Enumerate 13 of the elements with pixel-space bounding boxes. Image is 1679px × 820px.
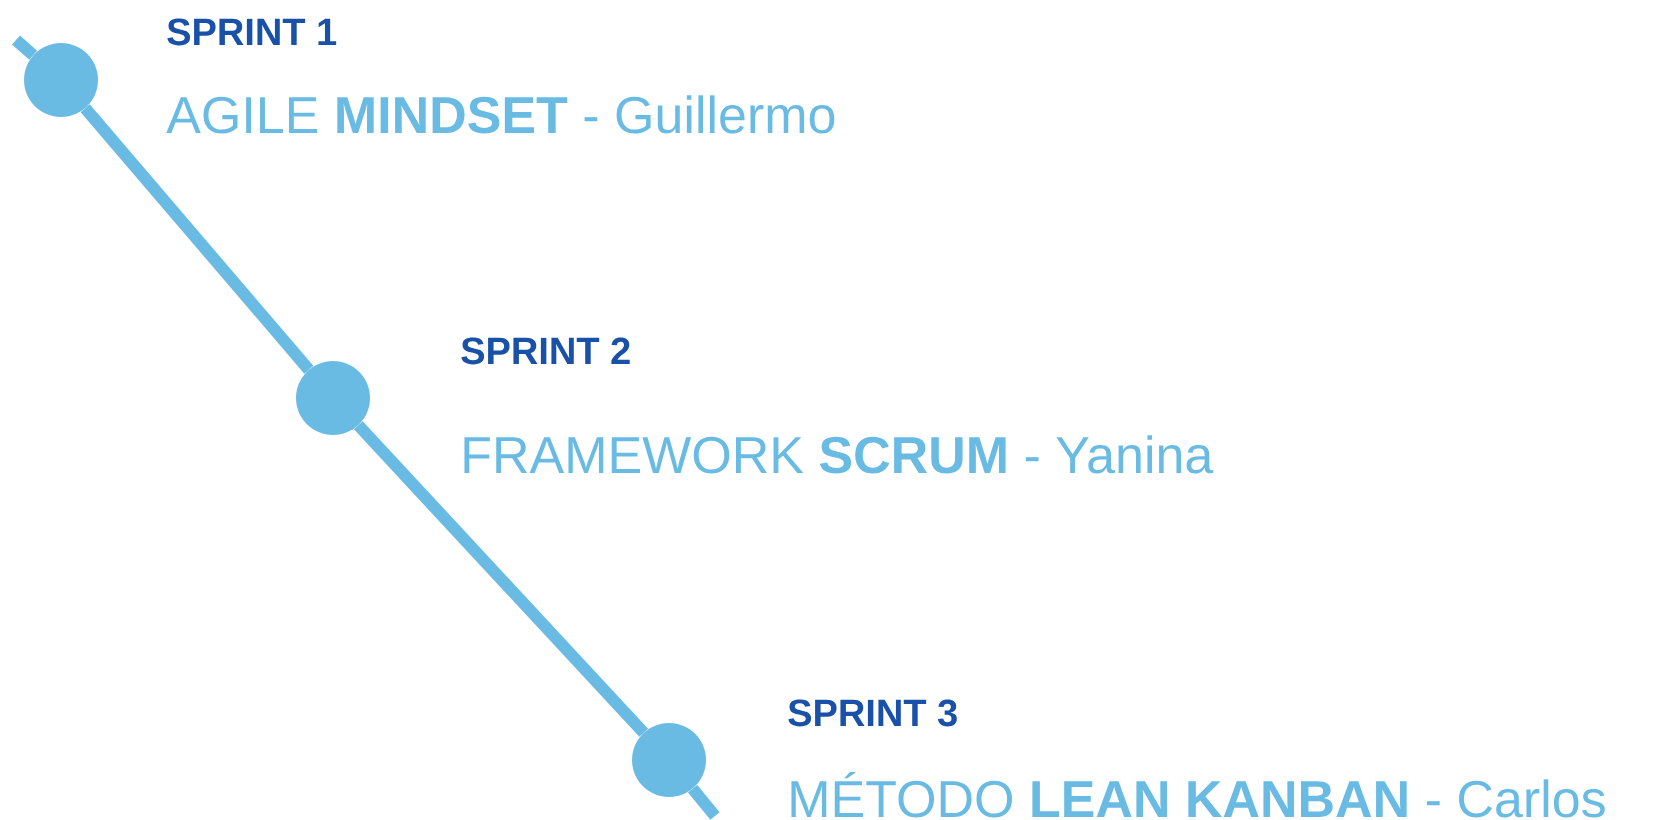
- timeline-marker: [632, 723, 706, 797]
- timeline-marker: [296, 361, 370, 435]
- topic-label: MÉTODO LEAN KANBAN - Carlos: [791, 771, 1605, 818]
- timeline-line: [687, 784, 720, 820]
- sprint-label: SPRINT 2: [461, 337, 630, 365]
- timeline-line: [353, 421, 649, 737]
- topic-label: AGILE MINDSET - Guillermo: [166, 95, 835, 134]
- timeline-line: [80, 104, 314, 374]
- sprint-label: SPRINT 1: [167, 18, 337, 46]
- timeline-marker: [24, 43, 98, 117]
- sprint-label: SPRINT 3: [788, 699, 957, 727]
- topic-label: FRAMEWORK SCRUM - Yanina: [464, 435, 1214, 474]
- timeline-line: [12, 35, 38, 60]
